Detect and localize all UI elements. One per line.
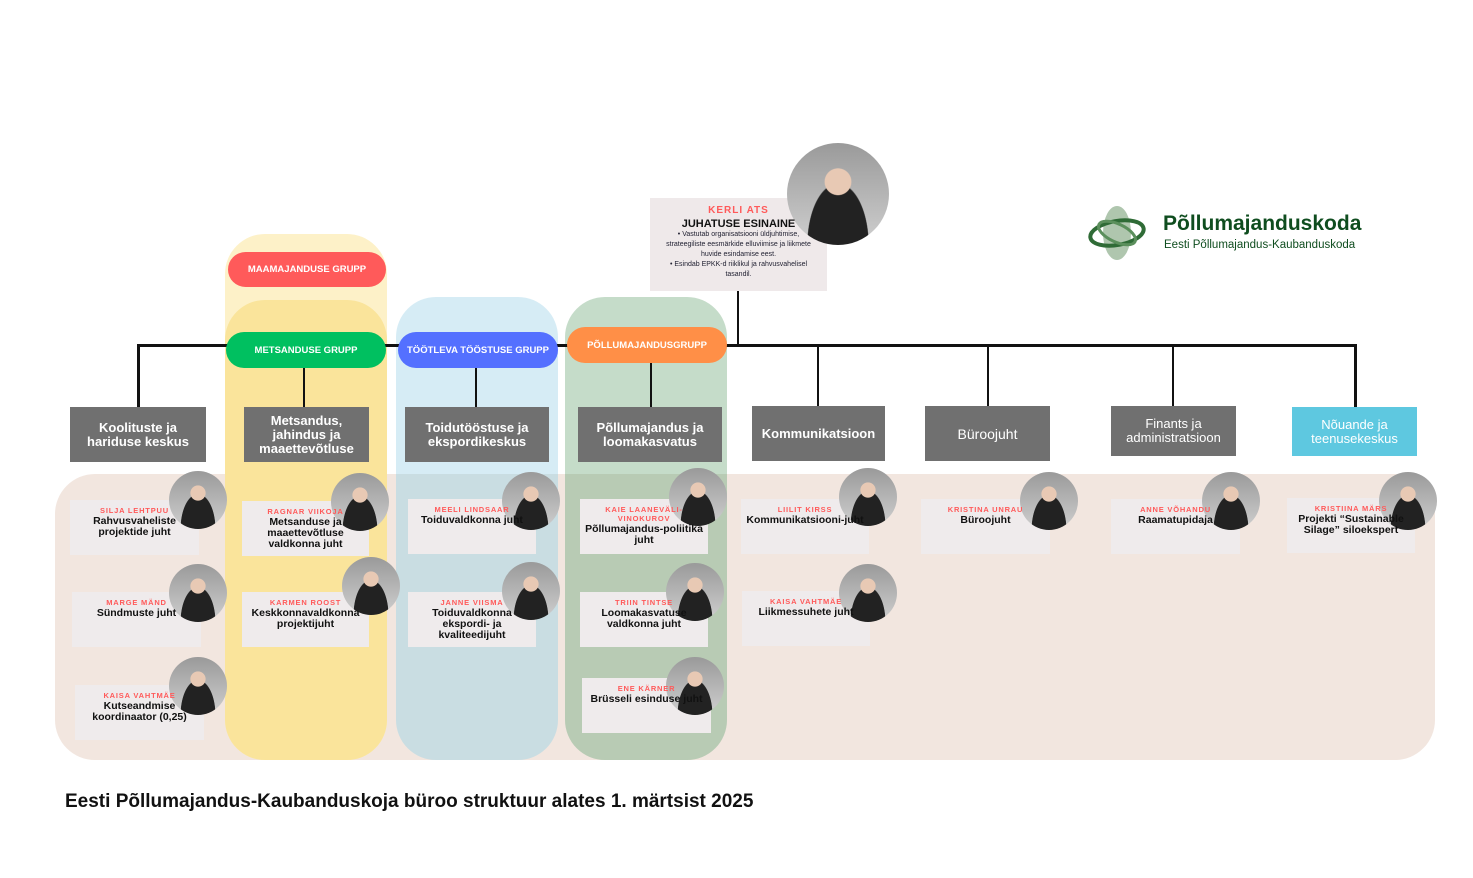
group-tootleva: TÖÖTLEVA TÖÖSTUSE GRUPP [398,332,558,368]
dept-pollumajandus: Põllumajandus ja loomakasvatus [578,407,722,462]
group-pollumajandus: PÕLLUMAJANDUSGRUPP [567,327,727,363]
person-name: KERLI ATS [708,205,769,216]
connector [303,368,305,407]
dept-toidutoostuse: Toidutööstuse ja ekspordikeskus [405,407,549,462]
person-title: Brüsseli esinduse juht [590,693,703,705]
person-name: KAISA VAHTMÄE [103,691,176,700]
person-photo [331,473,389,531]
person-title: Toiduvaldkonna juht [421,514,523,526]
caption: Eesti Põllumajandus-Kaubanduskoja büroo … [65,791,754,812]
connector [987,344,989,406]
person-title: Liikmessuhete juht [758,606,854,618]
person-name: MARGE MÄND [106,598,167,607]
logo-subtitle: Eesti Põllumajandus-Kaubanduskoda [1164,239,1356,251]
person-name: KARMEN ROOST [269,598,342,607]
chairwoman-photo [787,143,889,245]
person-photo [666,657,724,715]
person-title: Põllumajandus-poliitika juht [585,523,703,546]
person-name: RAGNAR VIIKOJA [267,507,344,516]
person-title: Sündmuste juht [96,607,177,619]
person-name: KRISTIINA MÄRS [1314,504,1388,513]
person-name: JANNE VIISMA [440,598,504,607]
responsibility: • Vastutab organisatsiooni üldjuhtimise,… [666,231,811,258]
person-title: Metsanduse ja maaettevõtluse valdkonna j… [267,516,344,550]
person-name: MEELI LINDSAAR [434,505,510,514]
person-photo [169,564,227,622]
person-title: Keskkonnavaldkonna projektijuht [251,607,360,630]
person-photo [502,562,560,620]
dept-metsandus: Metsandus, jahindus ja maaettevõtluse [244,407,369,462]
person-title: JUHATUSE ESINAINE [681,218,796,230]
person-title: Raamatupidaja [1138,514,1213,526]
person-name: KAIE LAANEVÄLI-VINOKUROV [605,505,683,523]
person-title: Loomakasvatuse valdkonna juht [601,607,687,630]
person-photo [669,468,727,526]
group-maamajanduse: MAAMAJANDUSE GRUPP [228,252,386,287]
logo-icon [1088,204,1146,262]
person-name: KAISA VAHTMÄE [769,597,843,606]
person-photo [1020,472,1078,530]
person-name: LIILIT KIRSS [777,505,833,514]
person-photo [839,468,897,526]
person-name: SILJA LEHTPUU [100,506,169,515]
person-title: Büroojuht [960,514,1011,526]
responsibility: • Esindab EPKK-d riiklikul ja rahvusvahe… [669,261,808,278]
chairwoman-card-text: KERLI ATS JUHATUSE ESINAINE • Vastutab o… [650,198,827,291]
person-photo [666,563,724,621]
dept-kommunikatsioon: Kommunikatsioon [752,406,885,461]
connector [817,344,819,406]
connector [1172,344,1174,406]
connector [650,363,652,407]
connector [137,344,140,407]
person-photo [169,657,227,715]
person-title: Projekti “Sustainable Silage” siloeksper… [1298,513,1404,536]
person-name: TRIIN TINTSE [615,598,673,607]
person-photo [342,557,400,615]
person-title: Kommunikatsiooni-juht [746,514,864,526]
person-photo [169,471,227,529]
person-photo [1379,472,1437,530]
person-photo [839,564,897,622]
head-connector [737,290,739,346]
dept-koolituste: Koolituste ja hariduse keskus [70,407,206,462]
person-title: Rahvusvaheliste projektide juht [93,515,176,538]
person-photo [1202,472,1260,530]
person-name: KRISTINA UNRAU [947,505,1024,514]
group-metsanduse: METSANDUSE GRUPP [226,332,386,368]
person-name: ENE KÄRNER [617,684,676,693]
person-name: ANNE VÕHANDU [1140,505,1211,514]
main-connector [137,344,1357,347]
person-title: Toiduvaldkonna ekspordi- ja kvaliteediju… [432,607,512,641]
person-photo [502,472,560,530]
dept-finants: Finants ja administratsioon [1111,406,1236,456]
logo-name: Põllumajanduskoda [1163,212,1362,235]
person-title: Kutseandmise koordinaator (0,25) [92,700,187,723]
dept-buroojuht: Büroojuht [925,406,1050,461]
dept-nouande: Nõuande ja teenusekeskus [1292,407,1417,456]
connector [1354,344,1357,407]
connector [475,368,477,407]
